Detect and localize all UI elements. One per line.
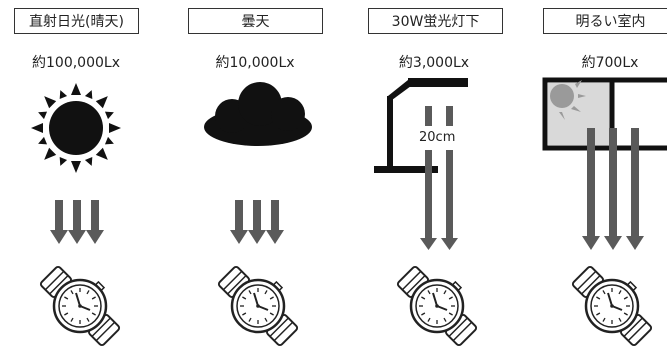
watch-icon <box>570 252 666 348</box>
window-icon <box>542 77 667 151</box>
cloud-icon <box>204 82 312 146</box>
light-arrows-bright-room <box>582 128 644 250</box>
illuminance-direct-sunlight: 約100,000Lx <box>32 55 120 71</box>
watch-icon <box>38 252 134 348</box>
desk-lamp-icon <box>374 78 468 173</box>
condition-label-direct-sunlight: 直射日光(晴天) <box>14 8 139 34</box>
lamp-distance-label: 20cm <box>419 130 456 145</box>
illuminance-cloudy: 約10,000Lx <box>215 55 295 71</box>
sun-icon <box>31 83 121 173</box>
watch-icon <box>216 252 312 348</box>
light-arrows-cloudy <box>230 200 284 244</box>
light-arrows-direct-sunlight <box>50 200 104 244</box>
condition-label-cloudy: 曇天 <box>188 8 323 34</box>
illuminance-bright-room: 約700Lx <box>581 55 639 71</box>
condition-label-fluorescent: 30W蛍光灯下 <box>368 8 503 34</box>
illuminance-fluorescent: 約3,000Lx <box>398 55 470 71</box>
light-arrows-fluorescent <box>420 106 458 250</box>
condition-label-bright-room: 明るい室内 <box>543 8 667 34</box>
watch-icon <box>395 252 491 348</box>
